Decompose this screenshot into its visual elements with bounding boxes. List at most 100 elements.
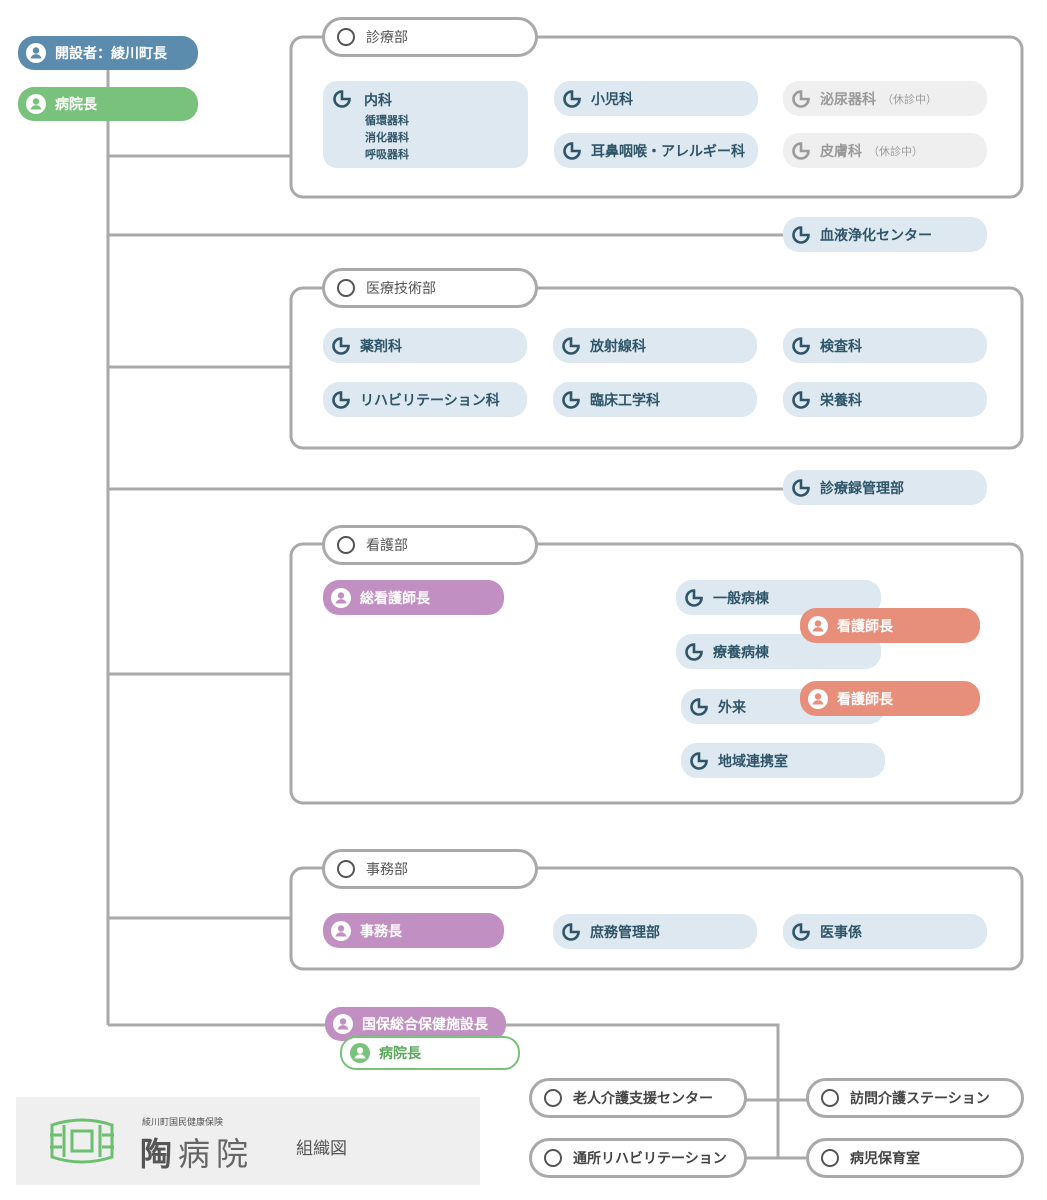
unit-internal-sub: 呼吸器科 [365,148,409,161]
founder-label: 開設者：綾川町長 [55,46,167,62]
person-icon [26,43,46,63]
unit-radiology: 放射線科 [553,328,757,363]
unit-ent-label: 耳鼻咽喉・アレルギー科 [591,143,745,160]
unit-records: 診療録管理部 [783,470,987,505]
department-icon [685,588,703,607]
person-icon [808,688,828,709]
department-icon [792,336,810,355]
unit-label: リハビリテーション科 [360,392,500,409]
dept-nursing-label: 看護部 [366,538,408,554]
unit-dermatology-note: （休診中） [868,144,923,158]
department-icon [792,225,810,244]
hospital-logo-icon [50,1118,114,1164]
hospital-name-first: 陶 [140,1135,179,1173]
dept-admin-label: 事務部 [366,862,408,878]
facility-day-rehab: 通所リハビリテーション [529,1138,747,1178]
department-icon [792,922,810,941]
facility-director-box: 病院長 [340,1036,520,1070]
unit-records-label: 診療録管理部 [820,480,904,497]
facility-trunk [500,1023,780,1158]
ring-icon [337,536,355,554]
ring-icon [337,860,355,878]
ring-icon [544,1149,562,1167]
unit-nutrition: 栄養科 [783,382,987,417]
facility-sick-child-care: 病児保育室 [806,1138,1024,1178]
hospital-name: 陶病院 [140,1129,254,1175]
frame-clinical [289,35,1024,199]
unit-urology-note: （休診中） [882,92,937,106]
facility-head-box: 国保総合保健施設長 [325,1007,506,1041]
unit-medical-affairs: 医事係 [783,914,987,949]
unit-general-affairs: 庶務管理部 [553,914,757,949]
chief-nurse-label: 総看護師長 [360,590,430,607]
unit-clinical-engineering: 臨床工学科 [553,382,757,417]
unit-pediatrics: 小児科 [554,81,758,116]
department-icon [792,390,810,409]
department-icon [332,336,350,355]
department-icon [685,642,703,661]
dept-admin-title: 事務部 [322,849,538,889]
unit-dermatology-label: 皮膚科 [820,143,862,160]
unit-label: 外来 [718,699,746,716]
facility-unit-label: 訪問介護ステーション [850,1091,990,1107]
unit-dialysis-label: 血液浄化センター [820,227,932,244]
facility-head-label: 国保総合保健施設長 [362,1017,488,1033]
ring-icon [821,1089,839,1107]
unit-label: 栄養科 [820,392,862,409]
dept-clinical-label: 診療部 [366,30,408,46]
facility-unit-label: 通所リハビリテーション [573,1151,727,1167]
chief-nurse-box: 総看護師長 [323,580,504,615]
department-icon [562,922,580,941]
head-nurse-label: 看護師長 [837,618,893,635]
org-chart-label: 組織図 [296,1139,347,1159]
facility-unit-label: 老人介護支援センター [573,1091,713,1107]
head-nurse-label: 看護師長 [837,691,893,708]
director-box: 病院長 [18,87,198,121]
unit-rehabilitation: リハビリテーション科 [323,382,527,417]
dept-clinical-title: 診療部 [322,17,538,57]
unit-care-ward: 療養病棟 [676,634,881,669]
department-icon [562,336,580,355]
unit-pediatrics-label: 小児科 [591,91,633,108]
ring-icon [337,279,355,297]
unit-label: 薬剤科 [360,338,402,355]
unit-label: 療養病棟 [713,644,769,661]
unit-label: 臨床工学科 [590,392,660,409]
head-nurse-box: 看護師長 [800,681,980,716]
department-icon [563,89,581,108]
admin-chief-label: 事務長 [360,923,402,940]
department-icon [332,390,350,409]
unit-label: 医事係 [820,924,862,941]
person-icon [331,587,351,608]
unit-internal: 内科 循環器科 消化器科 呼吸器科 [323,81,528,168]
admin-chief-box: 事務長 [323,913,504,948]
unit-label: 庶務管理部 [590,924,660,941]
unit-label: 地域連携室 [718,753,788,770]
department-icon [792,89,810,108]
unit-internal-label: 内科 [364,93,392,109]
unit-label: 放射線科 [590,338,646,355]
unit-urology-label: 泌尿器科 [820,91,876,108]
person-icon [350,1043,370,1063]
department-icon [562,390,580,409]
facility-care-support: 老人介護支援センター [529,1078,747,1118]
department-icon [690,697,708,716]
person-icon [333,1014,353,1034]
unit-community-liaison: 地域連携室 [681,743,885,778]
head-nurse-box: 看護師長 [800,608,980,643]
ring-icon [821,1149,839,1167]
unit-laboratory: 検査科 [783,328,987,363]
facility-unit-label: 病児保育室 [850,1151,920,1167]
facility-director-label: 病院長 [379,1046,421,1062]
unit-label: 検査科 [820,338,862,355]
unit-urology: 泌尿器科 （休診中） [783,81,987,116]
director-label: 病院長 [55,97,97,113]
unit-ent: 耳鼻咽喉・アレルギー科 [554,133,758,168]
department-icon [792,141,810,160]
unit-dialysis: 血液浄化センター [783,217,987,252]
department-icon [563,141,581,160]
dept-medtech-title: 医療技術部 [322,268,538,308]
ring-icon [544,1089,562,1107]
person-icon [331,920,351,941]
